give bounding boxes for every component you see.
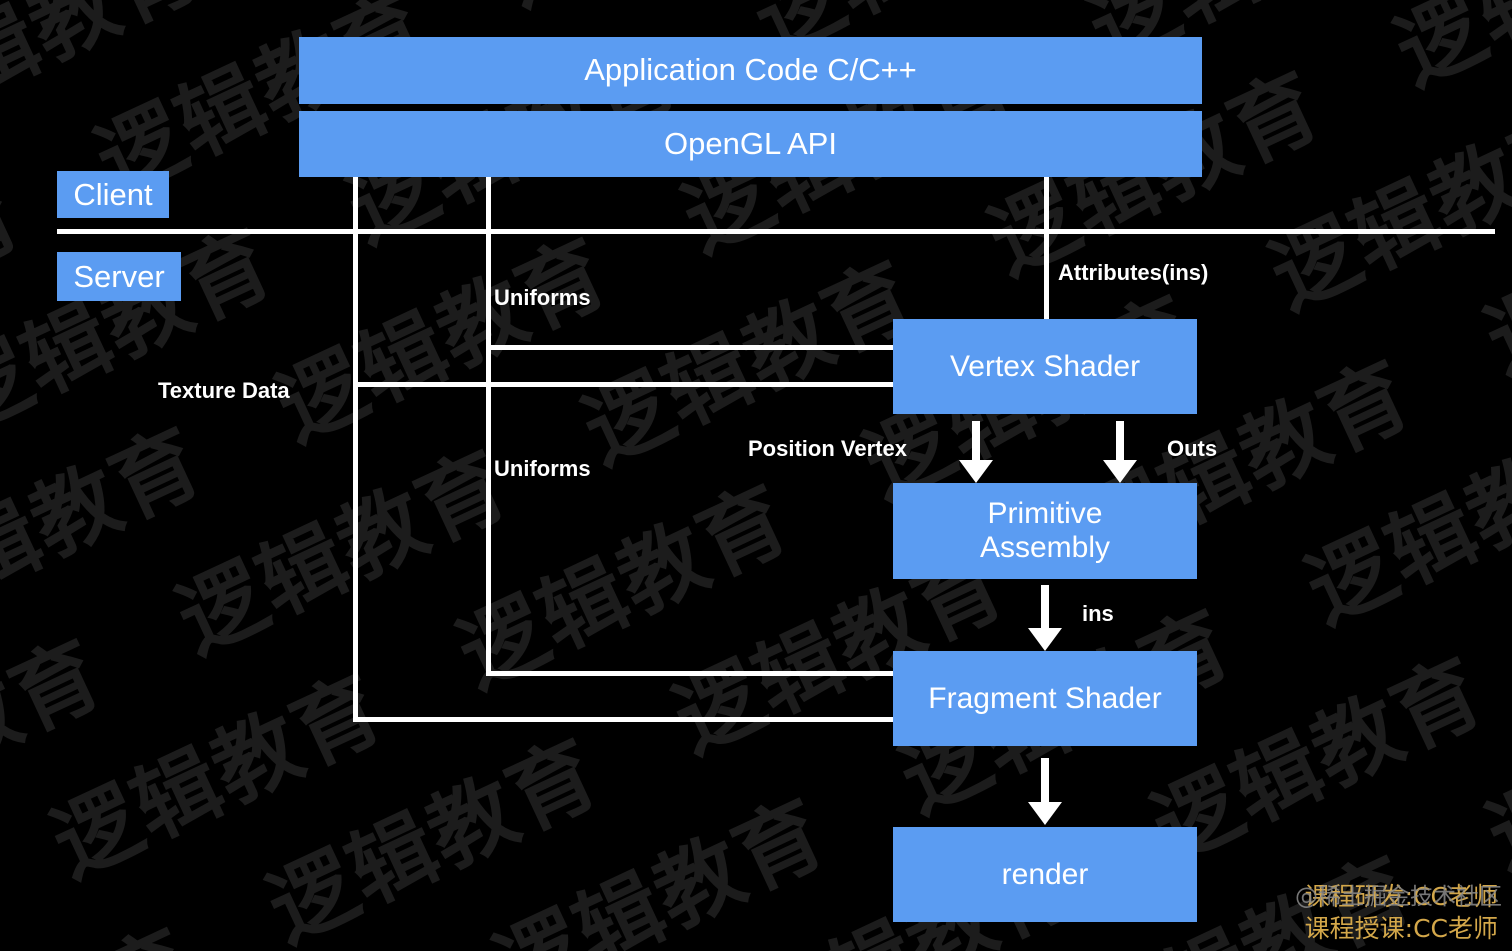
arrow-head (959, 460, 993, 483)
position-vertex-arrow-icon (959, 421, 993, 483)
primitive-assembly-box[interactable]: Primitive Assembly (893, 483, 1197, 579)
arrow-head (1028, 628, 1062, 651)
server-label-chip: Server (57, 252, 181, 301)
credits-block: 课程研发:CC老师 课程授课:CC老师 (1305, 881, 1498, 945)
fragment-shader-box[interactable]: Fragment Shader (893, 651, 1197, 746)
texture-data-trunk-line (353, 177, 358, 722)
uniforms-vertex-label: Uniforms (494, 285, 591, 310)
position-vertex-label: Position Vertex (748, 436, 907, 461)
arrow-shaft (972, 421, 980, 460)
primitive-assembly-line-1: Primitive (987, 497, 1103, 531)
uniforms-to-fragment-shader-line (486, 671, 896, 676)
attributes-trunk-line (1044, 177, 1049, 321)
arrow-shaft (1041, 585, 1049, 628)
client-label-chip: Client (57, 171, 169, 218)
render-box[interactable]: render (893, 827, 1197, 922)
site-watermark: @稀土掘金技术社区 (1295, 884, 1502, 910)
uniforms-trunk-line (486, 177, 491, 676)
uniforms-to-vertex-shader-line (486, 345, 896, 350)
opengl-api-box[interactable]: OpenGL API (299, 111, 1202, 177)
credit-line-instructor: 课程授课:CC老师 (1304, 914, 1498, 943)
arrow-shaft (1041, 758, 1049, 802)
outs-label: Outs (1167, 436, 1218, 461)
outs-arrow-icon (1103, 421, 1137, 483)
render-arrow-icon (1028, 758, 1062, 825)
texture-data-to-fragment-shader-line (353, 717, 896, 722)
application-code-box[interactable]: Application Code C/C++ (299, 37, 1202, 104)
primitive-assembly-text: Primitive Assembly (980, 497, 1110, 564)
texture-data-to-vertex-shader-line (353, 382, 896, 387)
ins-label: ins (1082, 601, 1114, 626)
credit-line-development: 课程研发:CC老师 (1304, 882, 1498, 911)
texture-data-label: Texture Data (158, 378, 290, 403)
uniforms-fragment-label: Uniforms (494, 456, 591, 481)
arrow-shaft (1116, 421, 1124, 460)
client-server-separator-line (57, 229, 1495, 234)
primitive-assembly-line-2: Assembly (979, 531, 1111, 564)
ins-arrow-icon (1028, 585, 1062, 651)
arrow-head (1028, 802, 1062, 825)
arrow-head (1103, 460, 1137, 483)
vertex-shader-box[interactable]: Vertex Shader (893, 319, 1197, 414)
attributes-label: Attributes(ins) (1058, 260, 1209, 285)
